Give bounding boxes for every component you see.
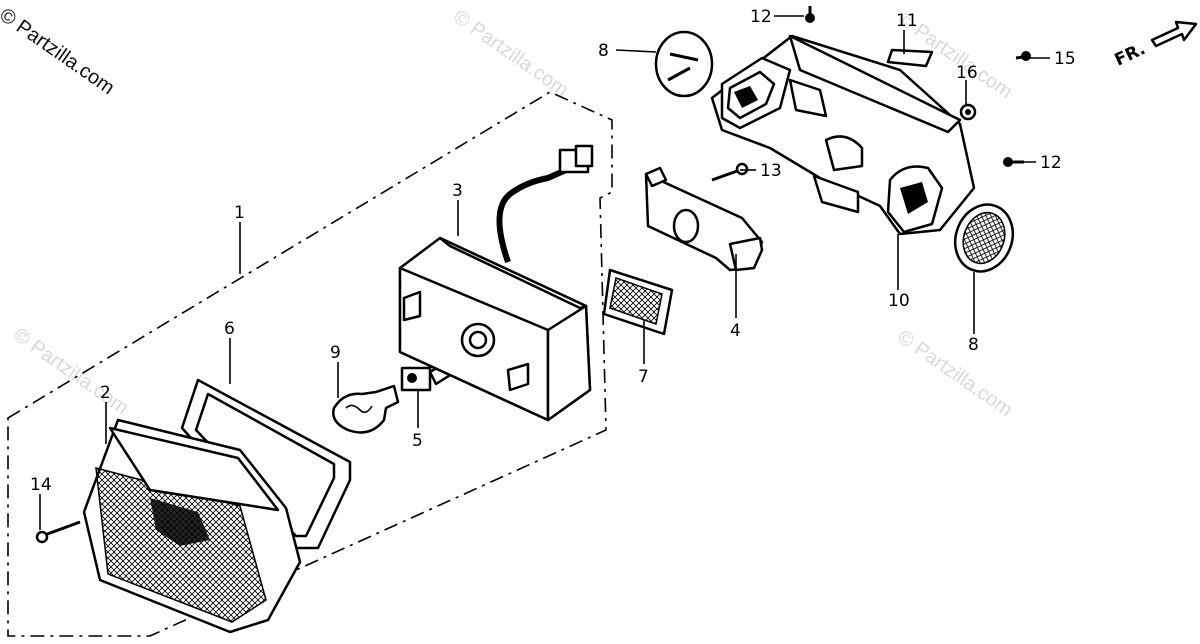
- callout-1: 1: [234, 203, 245, 223]
- callout-8b: 8: [968, 335, 979, 355]
- lens-part: [82, 418, 302, 634]
- leader-lines: [39, 15, 1050, 530]
- callout-8a: 8: [598, 41, 609, 61]
- front-direction-arrow: FR.: [1112, 20, 1198, 71]
- callout-11: 11: [896, 11, 918, 31]
- reflector-part-7: [602, 268, 674, 336]
- screw-part-14: [35, 520, 81, 544]
- plate-part-11: [886, 48, 934, 68]
- callout-5: 5: [412, 431, 423, 451]
- bolt-part-13: [711, 162, 749, 182]
- gasket-part: [180, 378, 352, 550]
- callout-3: 3: [452, 181, 463, 201]
- screw-part-15: [1015, 51, 1031, 61]
- callout-6: 6: [224, 319, 235, 339]
- callout-12a: 12: [750, 7, 772, 27]
- callout-labels: 1 2 3 4 5 6 7 8 8 9 10 11 12 12 13 14 15…: [30, 7, 1076, 495]
- callout-14: 14: [30, 475, 52, 495]
- case-part: [710, 34, 976, 236]
- screw-part-12a: [805, 6, 815, 23]
- callout-9: 9: [330, 343, 341, 363]
- callout-4: 4: [730, 321, 741, 341]
- callout-13: 13: [760, 161, 782, 181]
- callout-12b: 12: [1040, 153, 1062, 173]
- bulb-part: [332, 384, 400, 434]
- callout-7: 7: [638, 367, 649, 387]
- bracket-part: [644, 166, 764, 272]
- callout-16: 16: [956, 63, 978, 83]
- callout-10: 10: [888, 291, 910, 311]
- assembly-outline: [7, 91, 613, 637]
- reflector-part-8a: [654, 30, 714, 98]
- callout-2: 2: [100, 383, 111, 403]
- reflector-part-8b: [953, 203, 1015, 273]
- callout-15: 15: [1054, 49, 1076, 69]
- direction-label: FR.: [1112, 39, 1149, 70]
- nut-part-16: [959, 103, 977, 121]
- housing-part: [398, 144, 594, 422]
